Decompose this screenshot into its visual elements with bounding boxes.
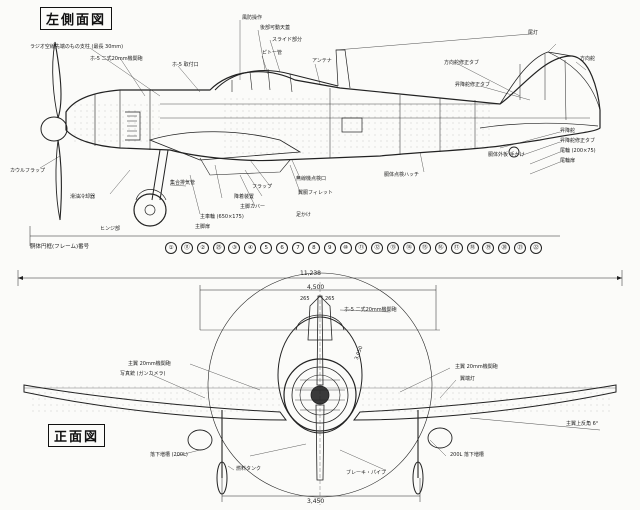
- front-view-drawing: [17, 270, 623, 505]
- frame-station-marker: ⑪: [355, 242, 368, 254]
- label-rear-canopy: 後部可動天蓋: [260, 25, 291, 31]
- frame-station-marker: ㉑: [514, 242, 527, 254]
- engine-cowling: [283, 358, 357, 432]
- label-tailwheel: 尾輪 (200×75): [560, 148, 596, 154]
- frame-station-marker: 9: [323, 242, 336, 254]
- horizontal-stabilizer: [479, 122, 599, 129]
- label-spinner-unit: ラジオ空線先端のもの支柱 (最長 30mm): [30, 44, 124, 50]
- label-elevator: 昇降舵: [560, 128, 576, 134]
- frame-station-marker: ⑮: [418, 242, 431, 254]
- dihedral-label: 主翼上反角 6°: [566, 421, 599, 427]
- label-exhaust: 集合排気管: [170, 180, 196, 186]
- cowl-dim-right: 265: [325, 296, 335, 302]
- spinner: [40, 116, 68, 142]
- tailwheel: [508, 146, 520, 158]
- stabilizer-dimension: 4,500: [307, 284, 325, 291]
- label-canopy-slide: 風防操作: [242, 15, 263, 21]
- frame-station-marker: ⑩: [339, 242, 352, 254]
- side-view-drawing: [29, 33, 601, 246]
- label-radio-hatch: 無線機点検口: [296, 176, 327, 182]
- span-dimension: 11,238: [300, 270, 321, 277]
- main-gear-strut: [151, 149, 169, 201]
- frame-station-marker: ①: [165, 242, 177, 254]
- label-gear-door: 主脚扉: [195, 224, 211, 230]
- label-fuselage-step: 胴体外板 手かけ: [488, 152, 525, 158]
- label-rudder: 方向舵: [580, 56, 596, 62]
- label-gun-top: ホ-5 二式20mm機関砲: [90, 56, 143, 62]
- front-view-title: 正面図: [48, 424, 106, 447]
- cowl-dim-left: 265: [300, 296, 310, 302]
- front-label-gun-top: ホ-5 二式20mm機関砲: [344, 307, 397, 313]
- label-tab: 昇降舵修正タブ: [560, 138, 596, 144]
- frame-station-marker: ⑲: [482, 242, 495, 254]
- front-label-fuel-tank: 燃料タンク: [236, 466, 262, 472]
- label-landing-gear: 降着装置: [234, 194, 255, 200]
- right-drop-tank: [427, 427, 453, 449]
- front-label-wing-gun-right: 主翼 20mm機関砲: [455, 364, 498, 370]
- left-drop-tank: [187, 429, 213, 451]
- propeller-lower-blade: [57, 139, 62, 221]
- front-label-gun-camera: 写真銃 (ガンカメラ): [120, 371, 166, 377]
- label-main-wheel: 主車輪 (650×175): [200, 214, 244, 220]
- front-label-nav-light: 翼端灯: [460, 376, 476, 382]
- frame-station-marker: ㉕: [212, 242, 225, 254]
- label-elevator-tab: 昇降舵修正タブ: [455, 82, 491, 88]
- frame-station-marker: ⑰: [450, 242, 463, 254]
- station-prefix: 胴体円框(フレーム)番号: [30, 244, 90, 250]
- front-label-drop-tank-right: 200L 落下増槽: [450, 452, 484, 458]
- label-radio-mast: アンテナ: [312, 58, 332, 64]
- wing-root: [148, 131, 302, 161]
- propeller-upper-blade: [54, 41, 62, 119]
- main-wheel: [133, 193, 167, 227]
- label-tailwheel-door: 尾輪扉: [560, 158, 576, 164]
- frame-station-marker: ⑫: [371, 242, 384, 254]
- frame-station-marker: 6: [276, 242, 289, 254]
- vertical-stabilizer: [499, 51, 573, 105]
- side-view-title: 左側面図: [40, 7, 113, 30]
- frame-station-marker: ④: [244, 242, 257, 254]
- frame-station-marker: ②: [196, 242, 209, 254]
- label-gear-cover: 主脚カバー: [240, 204, 266, 210]
- label-tail-light: 尾灯: [528, 30, 539, 36]
- label-pitot: ピトー管: [262, 50, 283, 56]
- label-foot-step: 足かけ: [296, 212, 312, 218]
- front-label-brake-line: ブレーキ・パイプ: [346, 470, 387, 476]
- side-view-leaders: [39, 20, 587, 215]
- label-flap: フラップ: [252, 184, 273, 190]
- frame-station-marker: ⑯: [434, 242, 447, 254]
- frame-station-marker: ⑭: [403, 242, 416, 254]
- frame-station-marker: 8: [307, 242, 320, 254]
- label-oil-cooler: 滑油冷却器: [70, 194, 96, 200]
- canopy: [214, 70, 339, 91]
- label-hinge: ヒンジ部: [100, 226, 121, 232]
- frame-station-marker: ③: [228, 242, 241, 254]
- frame-station-marker: ⑱: [466, 242, 479, 254]
- label-rudder-trim: 方向舵修正タブ: [444, 60, 480, 66]
- frame-station-marker: ⑪: [180, 242, 193, 254]
- frame-station-marker: ㉒: [530, 242, 542, 254]
- frame-station-marker: ⑬: [387, 242, 400, 254]
- frame-station-marker: ⑳: [498, 242, 511, 254]
- fuselage-hatch: [341, 117, 363, 133]
- front-label-wing-gun-left: 主翼 20mm機関砲: [128, 361, 171, 367]
- spinner-front: [310, 385, 330, 405]
- label-hatch: 胴体点検ハッチ: [384, 172, 420, 178]
- frame-station-marker: 7: [291, 242, 304, 254]
- label-wing-fillet: 翼胴フィレット: [298, 190, 333, 196]
- front-label-drop-tank-left: 落下増槽 (200L): [150, 452, 188, 458]
- label-cowl-flap: カウルフラップ: [10, 168, 46, 174]
- tread-dimension: 3,450: [307, 498, 325, 505]
- frame-station-marker: 5: [260, 242, 273, 254]
- label-canopy-rail: スライド部分: [272, 37, 303, 43]
- front-view-leaders: [149, 309, 457, 471]
- propeller-disc: [207, 272, 433, 498]
- label-gun-mount: ホ-5 取付口: [172, 62, 199, 68]
